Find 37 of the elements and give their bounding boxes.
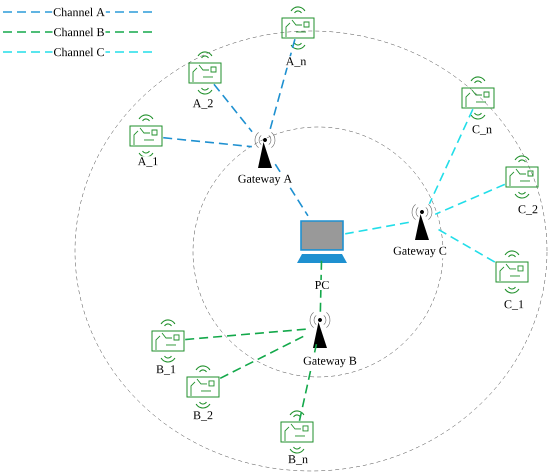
node-label: B_2 (192, 410, 214, 422)
node-label: PC (314, 280, 330, 290)
sensor-icon (280, 410, 314, 454)
computer-icon (297, 220, 347, 263)
legend-label: Channel A (52, 6, 106, 18)
node-label: C_2 (517, 204, 539, 216)
connection-line (185, 328, 307, 340)
node-label: Gateway A (236, 174, 294, 186)
connection-line (428, 108, 474, 204)
connection-line (320, 260, 322, 312)
legend-label: Channel B (52, 26, 106, 38)
node-label: C_n (471, 124, 493, 136)
antenna-tower-icon (412, 204, 432, 240)
connection-line (163, 136, 252, 148)
connection-line (268, 38, 296, 132)
connection-line (213, 84, 253, 132)
legend-label: Channel C (52, 46, 106, 58)
node-label: A_1 (136, 156, 160, 168)
antenna-tower-icon (254, 132, 276, 168)
sensor-icon (462, 76, 494, 120)
sensor-icon (496, 250, 528, 294)
node-label: B_1 (155, 364, 177, 376)
node-label: Gateway B (302, 356, 358, 368)
connection-line (345, 222, 409, 235)
node-label: A_2 (192, 98, 214, 110)
sensor-icon (152, 319, 184, 363)
node-label: A_n (284, 56, 308, 68)
sensor-icon (506, 155, 538, 199)
connection-line (434, 184, 506, 216)
sensor-icon (186, 365, 220, 409)
node-label: B_n (287, 454, 309, 466)
node-label: C_1 (503, 299, 525, 311)
antenna-tower-icon (310, 312, 330, 348)
sensor-icon (188, 51, 222, 95)
sensor-icon (282, 6, 314, 50)
node-label: Gateway C (392, 246, 448, 258)
sensor-icon (130, 114, 162, 158)
